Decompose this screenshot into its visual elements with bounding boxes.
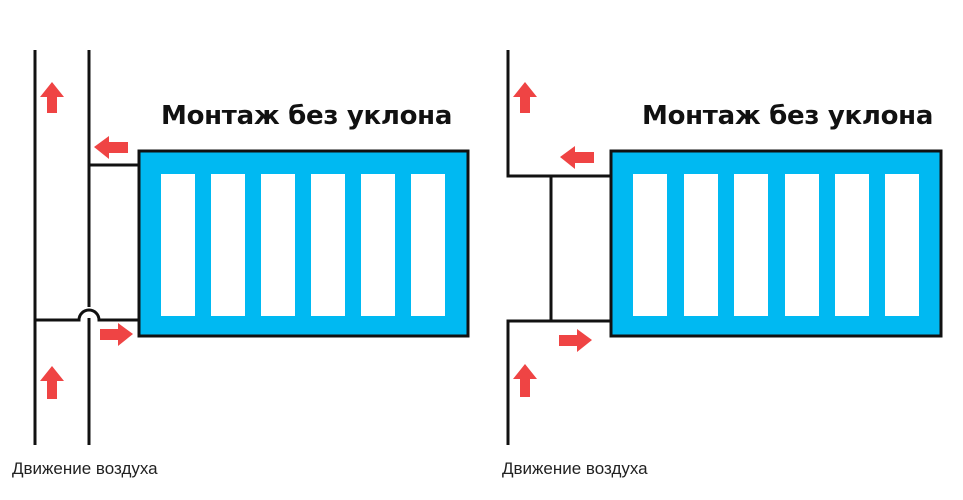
radiator-section <box>261 174 295 316</box>
right-riser-top <box>506 50 612 178</box>
right-arrow-icon <box>100 323 133 346</box>
left-radiator-sections <box>161 174 445 316</box>
up-arrow-icon <box>513 82 537 113</box>
up-arrow-icon <box>40 82 64 113</box>
left-arrow-icon <box>560 146 594 169</box>
left-arrow-icon <box>94 136 128 159</box>
left-panel <box>33 50 470 445</box>
right-riser-bottom <box>506 319 612 445</box>
right-panel-caption: Движение воздуха <box>502 459 648 478</box>
left-panel-caption: Движение воздуха <box>12 459 158 478</box>
left-bottom-connection <box>35 308 140 322</box>
radiator-section <box>785 174 819 316</box>
right-panel-title: Монтаж без уклона <box>642 101 934 131</box>
up-arrow-icon <box>40 366 64 399</box>
right-arrow-icon <box>559 329 592 352</box>
radiator-section <box>885 174 919 316</box>
radiator-section <box>734 174 768 316</box>
radiator-section <box>684 174 718 316</box>
radiator-section <box>633 174 667 316</box>
radiator-section <box>411 174 445 316</box>
radiator-section <box>361 174 395 316</box>
right-radiator-sections <box>633 174 919 316</box>
radiator-section <box>211 174 245 316</box>
radiator-section <box>311 174 345 316</box>
radiator-section <box>161 174 195 316</box>
right-panel <box>506 50 943 445</box>
up-arrow-icon <box>513 364 537 397</box>
radiator-section <box>835 174 869 316</box>
left-panel-title: Монтаж без уклона <box>161 101 453 131</box>
